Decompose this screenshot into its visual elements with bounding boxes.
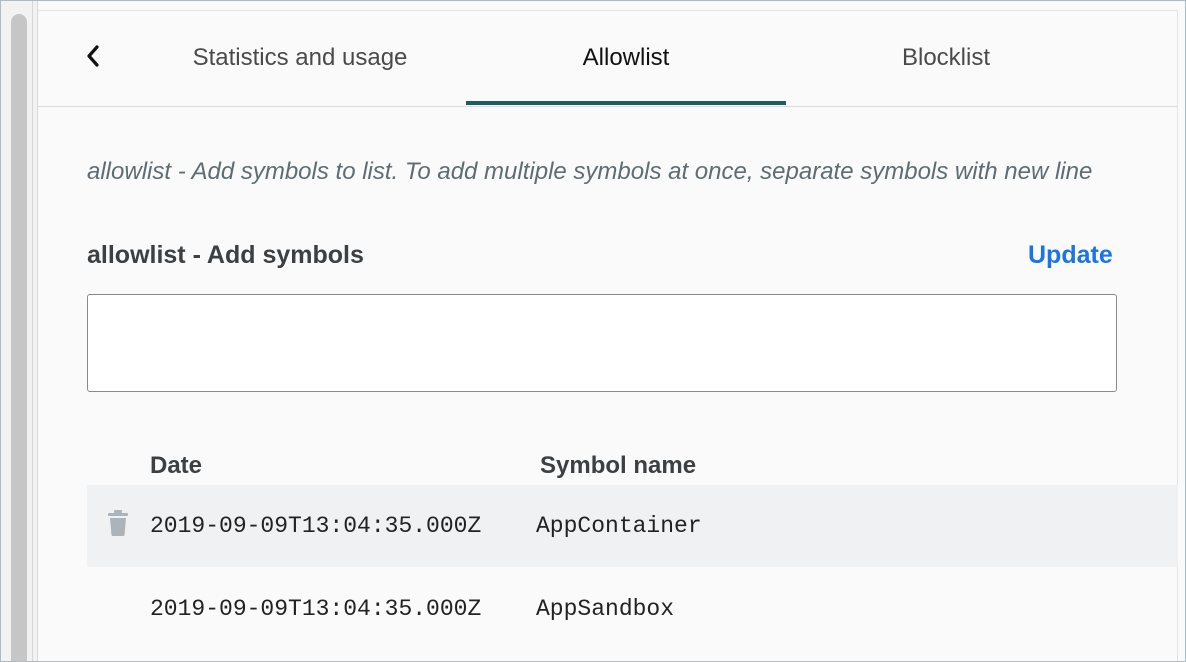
section-title: allowlist - Add symbols xyxy=(87,241,364,269)
scrollbar-track[interactable] xyxy=(0,0,38,662)
divider xyxy=(32,0,33,662)
scrollbar-thumb[interactable] xyxy=(11,14,27,662)
column-header-date: Date xyxy=(150,452,203,479)
tab-statistics[interactable]: Statistics and usage xyxy=(146,10,454,106)
tab-blocklist[interactable]: Blocklist xyxy=(798,10,1094,106)
tab-allowlist[interactable]: Allowlist xyxy=(466,10,786,106)
trash-icon[interactable] xyxy=(107,509,129,537)
chevron-left-icon xyxy=(87,45,99,67)
tab-label: Blocklist xyxy=(901,44,991,71)
back-button[interactable] xyxy=(78,41,108,71)
column-header-symbol: Symbol name xyxy=(540,452,697,479)
date-cell: 2019-09-09T13:04:35.000Z xyxy=(150,513,482,539)
date-cell: 2019-09-09T13:04:35.000Z xyxy=(150,596,482,622)
tab-label: Statistics and usage xyxy=(192,44,408,71)
table-row[interactable]: 2019-09-09T13:04:35.000Z AppContainer xyxy=(87,485,1178,567)
symbol-cell: AppContainer xyxy=(536,513,702,539)
tab-bar: Statistics and usage Allowlist Blocklist xyxy=(38,10,1177,107)
active-tab-indicator xyxy=(466,101,786,105)
update-button[interactable]: Update xyxy=(1028,241,1113,269)
table-row[interactable]: 2019-09-09T13:04:35.000Z AppSandbox xyxy=(87,568,1178,650)
divider xyxy=(38,10,1178,11)
description-text: allowlist - Add symbols to list. To add … xyxy=(87,158,1093,185)
divider xyxy=(1177,10,1178,662)
tab-label: Allowlist xyxy=(582,44,670,71)
symbol-cell: AppSandbox xyxy=(536,596,675,622)
symbols-input[interactable] xyxy=(87,294,1117,392)
